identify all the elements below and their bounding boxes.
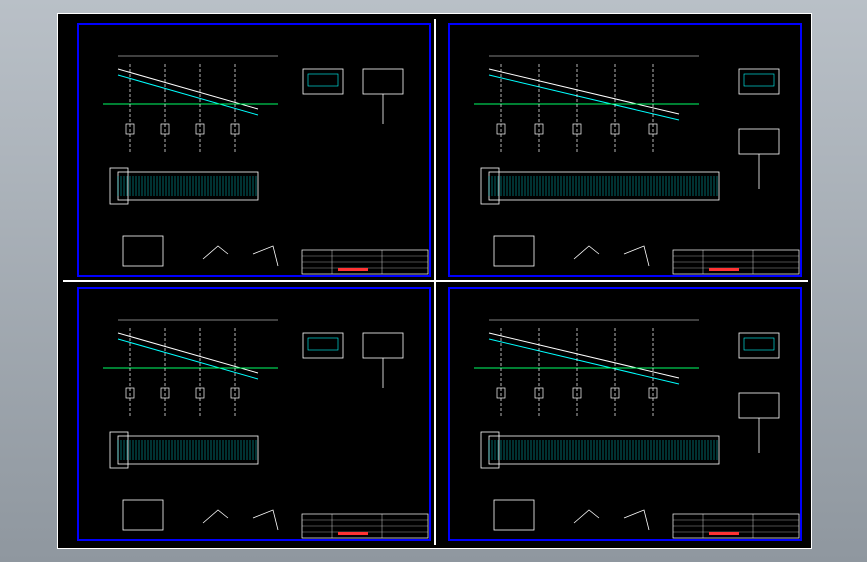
stair-slope-line bbox=[488, 68, 680, 115]
sheet-border bbox=[448, 287, 802, 541]
sheet-border bbox=[77, 287, 431, 541]
plan-view-outline bbox=[488, 171, 720, 201]
sheets-layer bbox=[77, 23, 802, 541]
landing-outline bbox=[109, 431, 129, 469]
pier-footing bbox=[496, 387, 506, 399]
detail-sketch bbox=[252, 245, 279, 267]
pier-footing bbox=[160, 123, 170, 135]
pier-footing bbox=[125, 387, 135, 399]
section-detail bbox=[743, 73, 775, 87]
section-detail bbox=[362, 68, 404, 95]
landing-outline bbox=[480, 431, 500, 469]
section-detail bbox=[738, 68, 780, 95]
pier-footing bbox=[610, 123, 620, 135]
detail-box bbox=[122, 499, 164, 531]
pier-footing bbox=[534, 123, 544, 135]
landing-outline bbox=[480, 167, 500, 205]
drawing-sheet-4[interactable] bbox=[448, 287, 802, 541]
drawing-sheet-2[interactable] bbox=[448, 23, 802, 277]
detail-sketch bbox=[573, 509, 600, 524]
section-detail bbox=[738, 332, 780, 359]
pier-footing bbox=[230, 123, 240, 135]
stair-slope-line bbox=[488, 338, 680, 385]
title-block-accent bbox=[338, 532, 368, 535]
title-block-accent bbox=[709, 268, 739, 271]
detail-sketch bbox=[252, 509, 279, 531]
plan-view-outline bbox=[488, 435, 720, 465]
landing-outline bbox=[109, 167, 129, 205]
stair-slope-line bbox=[117, 74, 259, 116]
title-block-accent bbox=[709, 532, 739, 535]
section-detail bbox=[302, 332, 344, 359]
pier-footing bbox=[195, 387, 205, 399]
pier-footing bbox=[572, 123, 582, 135]
section-detail bbox=[738, 392, 780, 419]
detail-box bbox=[122, 235, 164, 267]
stair-slope-line bbox=[488, 332, 680, 379]
detail-box bbox=[493, 235, 535, 267]
detail-sketch bbox=[573, 245, 600, 260]
pier-footing bbox=[572, 387, 582, 399]
detail-box bbox=[493, 499, 535, 531]
section-detail bbox=[307, 73, 339, 87]
drawing-sheet-3[interactable] bbox=[77, 287, 431, 541]
pier-footing bbox=[230, 387, 240, 399]
cad-drawing-canvas[interactable] bbox=[57, 13, 812, 549]
sheet-border bbox=[77, 23, 431, 277]
sheet-border bbox=[448, 23, 802, 277]
title-block-accent bbox=[338, 268, 368, 271]
cad-drawing-svg bbox=[63, 19, 808, 545]
pier-footing bbox=[160, 387, 170, 399]
section-detail bbox=[362, 332, 404, 359]
pier-footing bbox=[648, 387, 658, 399]
section-detail bbox=[743, 337, 775, 351]
pier-footing bbox=[195, 123, 205, 135]
pier-footing bbox=[496, 123, 506, 135]
pier-footing bbox=[610, 387, 620, 399]
stair-slope-line bbox=[117, 332, 259, 374]
pier-footing bbox=[534, 387, 544, 399]
detail-sketch bbox=[623, 245, 650, 267]
stair-slope-line bbox=[117, 68, 259, 110]
detail-sketch bbox=[202, 245, 229, 260]
stair-slope-line bbox=[117, 338, 259, 380]
stair-slope-line bbox=[488, 74, 680, 121]
sheet-divider-horizontal bbox=[63, 280, 808, 282]
section-detail bbox=[738, 128, 780, 155]
pier-footing bbox=[125, 123, 135, 135]
pier-footing bbox=[648, 123, 658, 135]
detail-sketch bbox=[202, 509, 229, 524]
detail-sketch bbox=[623, 509, 650, 531]
section-detail bbox=[302, 68, 344, 95]
section-detail bbox=[307, 337, 339, 351]
drawing-sheet-1[interactable] bbox=[77, 23, 431, 277]
